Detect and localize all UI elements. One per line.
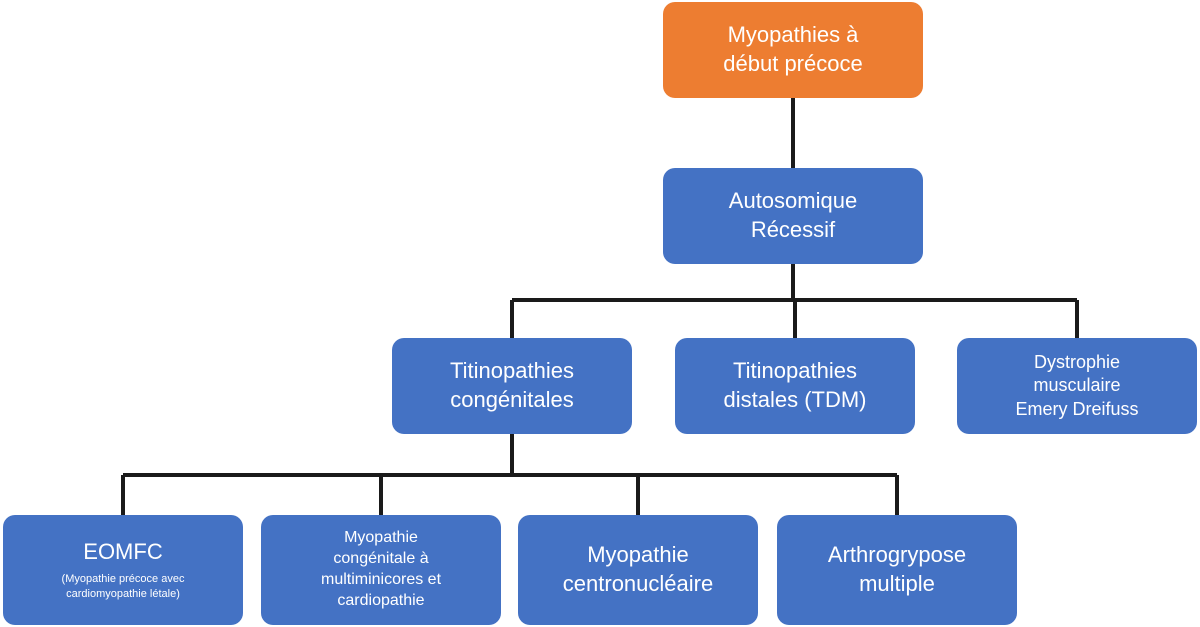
- node-label-line: Emery Dreifuss: [1015, 398, 1139, 419]
- node-label-line: Titinopathies: [450, 358, 574, 384]
- node-label-line: congénitales: [450, 387, 574, 412]
- node-label-line: Autosomique: [728, 188, 858, 214]
- node-label-line: multiple: [859, 571, 935, 596]
- node-emery-dreifuss-dystrophy: Dystrophie musculaire Emery Dreifuss: [957, 338, 1197, 434]
- node-label-line: début précoce: [723, 51, 863, 76]
- node-congenital-titinopathies: Titinopathies congénitales: [392, 338, 632, 434]
- connector-group: [121, 98, 1079, 515]
- node-title: EOMFC: [83, 538, 163, 564]
- node-distal-titinopathies: Titinopathies distales (TDM): [675, 338, 915, 434]
- node-label-line: Titinopathies: [733, 358, 857, 384]
- node-early-onset-myopathies: Myopathies à début précoce: [663, 2, 923, 98]
- node-label-line: Récessif: [750, 217, 836, 242]
- node-autosomal-recessive: Autosomique Récessif: [663, 168, 923, 264]
- node-label-line: centronucléaire: [562, 571, 714, 596]
- node-label-line: congénitale à: [333, 550, 429, 568]
- node-label-line: Dystrophie: [1033, 351, 1121, 372]
- node-label-line: Arthrogrypose: [827, 542, 967, 568]
- node-label-line: distales (TDM): [723, 387, 867, 412]
- node-label-line: Myopathie: [344, 529, 418, 547]
- node-label-line: cardiopathie: [337, 591, 425, 609]
- node-subtitle-line: (Myopathie précoce avec: [61, 573, 185, 586]
- node-label-line: Myopathie: [587, 542, 689, 568]
- node-arthrogryposis-multiplex: Arthrogrypose multiple: [777, 515, 1017, 625]
- node-label-line: Myopathies à: [727, 22, 859, 48]
- node-subtitle-line: cardiomyopathie létale): [66, 588, 180, 601]
- node-eomfc: EOMFC (Myopathie précoce avec cardiomyop…: [3, 515, 243, 625]
- node-label-line: multiminicores et: [320, 571, 442, 588]
- node-label-line: musculaire: [1033, 375, 1121, 396]
- node-subtitle: (Myopathie précoce avec cardiomyopathie …: [62, 572, 185, 602]
- node-multiminicore-myopathy: Myopathie congénitale à multiminicores e…: [261, 515, 501, 625]
- node-centronuclear-myopathy: Myopathie centronucléaire: [518, 515, 758, 625]
